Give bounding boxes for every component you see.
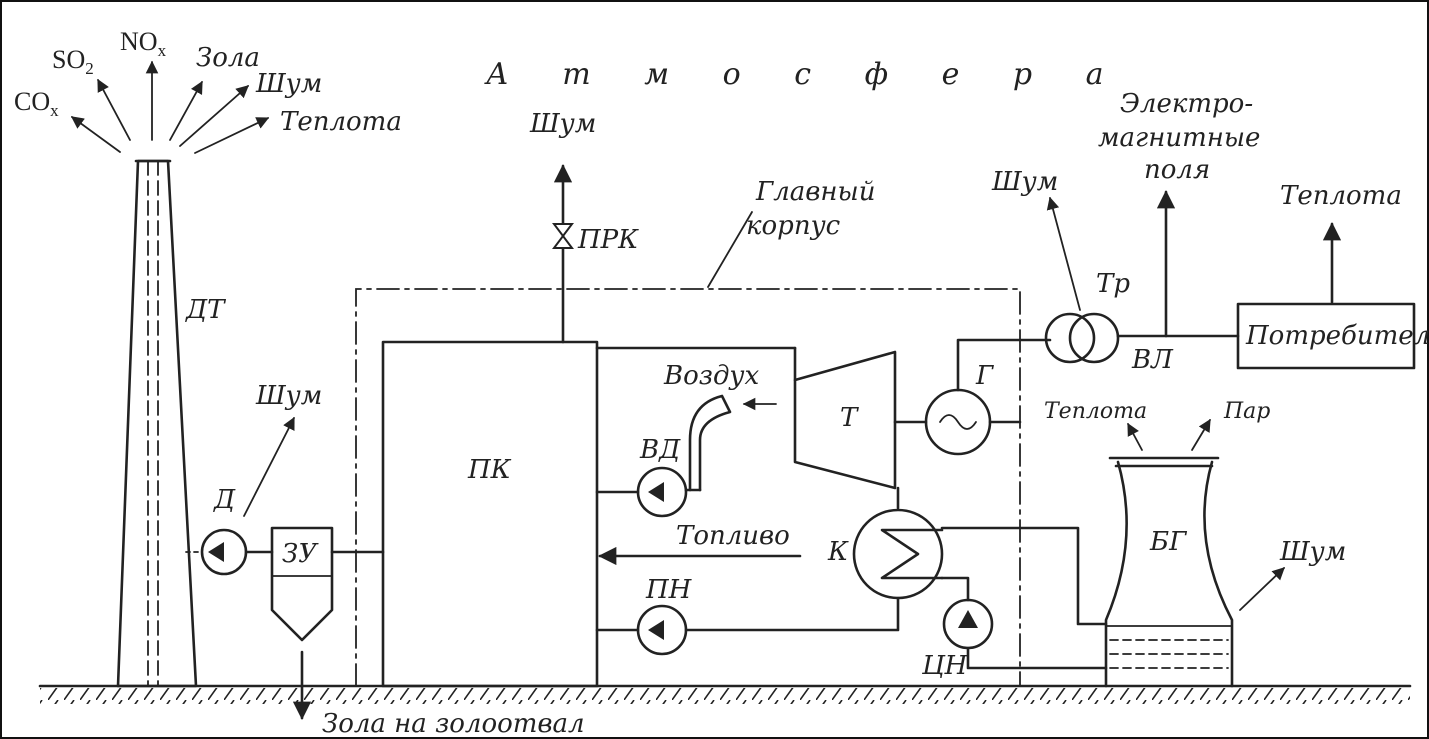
transformer-coil-2 <box>1068 312 1120 364</box>
valve-noise-label: Шум <box>529 109 596 139</box>
main-building-leader <box>707 211 753 288</box>
condenser-coil-icon <box>880 528 944 580</box>
feed-pump-arrow-icon <box>648 620 664 640</box>
emission-heat: Теплота <box>280 107 402 137</box>
emf-label-1: Электро- <box>1120 89 1253 119</box>
consumers-box <box>1236 302 1416 370</box>
cooling-tower-steam-label: Пар <box>1223 399 1270 424</box>
emission-ash: Зола <box>196 43 260 73</box>
cooling-tower <box>1104 456 1234 688</box>
cooling-tower-heat-label: Теплота <box>1044 399 1147 424</box>
transformer-coil-1 <box>1044 312 1096 364</box>
circulation-pump-label: ЦН <box>921 651 969 681</box>
cooling-tower-heat-arrow <box>1127 422 1143 451</box>
chimney <box>116 159 198 688</box>
main-building-label-1: Главный <box>755 177 875 207</box>
main-building-label-2: корпус <box>746 211 841 241</box>
main-building-outline <box>355 288 1021 687</box>
cooling-water-supply <box>940 526 1108 626</box>
safety-valve <box>552 164 574 344</box>
exhauster-noise-arrow <box>243 416 295 517</box>
generator-sine-icon <box>939 414 977 430</box>
cooling-tower-noise-arrow <box>1239 567 1285 611</box>
feed-pump-label: ПН <box>645 575 693 605</box>
turbine <box>793 350 897 490</box>
air-intake-duct <box>688 394 732 492</box>
cooling-tower-label: БГ <box>1149 527 1187 557</box>
power-line-label: ВЛ <box>1131 345 1174 375</box>
boiler-label: ПК <box>467 455 512 485</box>
boiler <box>381 340 599 688</box>
emf-label-2: магнитные <box>1098 123 1260 153</box>
condenser-label: К <box>827 537 849 567</box>
fuel-label: Топливо <box>676 521 790 551</box>
transformer-noise-label: Шум <box>991 167 1058 197</box>
ash-collector <box>270 526 334 642</box>
emf-label-3: поля <box>1144 155 1210 185</box>
air-label: Воздух <box>663 361 760 391</box>
blower-fan-arrow-icon <box>648 482 664 502</box>
transformer-noise-arrow <box>1046 196 1081 311</box>
ash-collector-label: ЗУ <box>282 539 319 569</box>
condenser <box>852 508 944 600</box>
cooling-water-return <box>940 576 970 602</box>
ash-dump-label: Зола на золоотвал <box>322 709 585 739</box>
circulation-pump-arrow-icon <box>958 610 978 628</box>
atmosphere-label: А т м о с ф е р а <box>484 57 1126 92</box>
consumers-label: Потребители <box>1245 321 1429 351</box>
turbine-label: Т <box>840 403 859 433</box>
cooling-tower-steam-arrow <box>1191 418 1211 451</box>
cooling-tower-noise-label: Шум <box>1279 537 1346 567</box>
exhauster-noise-label: Шум <box>255 381 322 411</box>
chimney-label: ДТ <box>185 295 226 325</box>
emission-nox: NOx <box>120 27 167 60</box>
transformer-label: Тр <box>1096 269 1130 299</box>
emission-noise: Шум <box>255 69 322 99</box>
blower-fan-label: ВД <box>639 435 681 465</box>
emission-arrows <box>70 60 270 154</box>
consumers-heat-label: Теплота <box>1280 181 1402 211</box>
emission-so2: SO2 <box>52 45 94 78</box>
ground <box>38 684 1412 704</box>
exhauster-fan-arrow-icon <box>208 542 224 562</box>
emission-co: COx <box>14 87 59 120</box>
exhauster-label: Д <box>213 485 236 515</box>
generator-output-line <box>956 338 1052 392</box>
valve-label: ПРК <box>577 225 639 255</box>
generator-label: Г <box>975 361 994 391</box>
